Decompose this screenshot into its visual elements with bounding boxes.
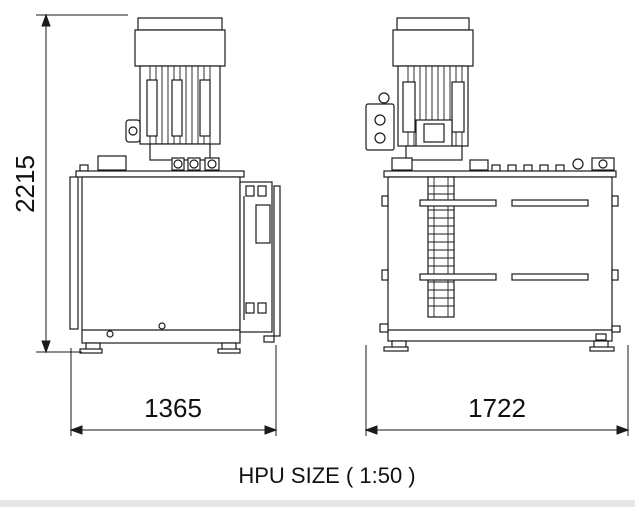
height-dimension <box>36 13 128 354</box>
front-width-dimension <box>364 345 630 436</box>
side-width-dimension-label: 1365 <box>144 393 202 423</box>
front-view <box>365 17 621 352</box>
bottom-band <box>0 500 635 507</box>
side-view <box>69 17 281 354</box>
side-width-dimension <box>69 345 278 436</box>
front-width-dimension-label: 1722 <box>468 393 526 423</box>
height-dimension-label: 2215 <box>10 155 40 213</box>
drawing-caption: HPU SIZE ( 1:50 ) <box>238 463 415 488</box>
